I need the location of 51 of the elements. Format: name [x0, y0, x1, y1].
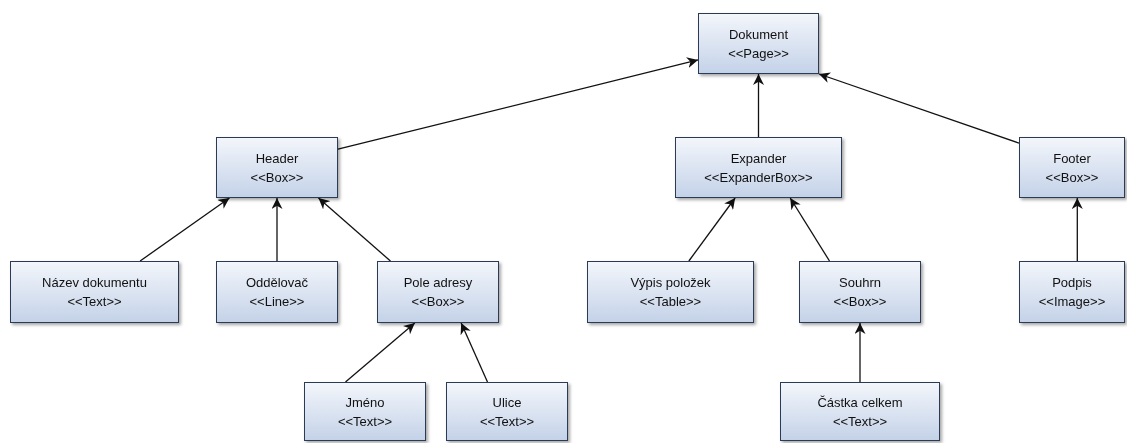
class-box — [216, 137, 338, 198]
arrow — [337, 57, 699, 150]
class-box — [675, 137, 842, 198]
class-name: Oddělovač — [245, 274, 309, 292]
class-box — [799, 261, 921, 323]
stereotype-label: <<Box>> — [250, 168, 304, 187]
class-name: Podpis — [1052, 274, 1092, 292]
stereotype-label: <<ExpanderBox>> — [704, 168, 813, 187]
stereotype-label: <<Text>> — [67, 293, 122, 311]
class-name: Souhrn — [839, 274, 881, 292]
class-box — [1019, 261, 1125, 323]
arrow — [854, 322, 866, 383]
class-box — [377, 261, 499, 323]
class-box — [304, 382, 426, 441]
arrow — [460, 322, 489, 383]
class-box — [780, 382, 940, 441]
class-box — [446, 382, 568, 441]
arrow — [344, 322, 416, 383]
stereotype-label: <<Line>> — [249, 293, 305, 311]
stereotype-label: <<Text>> — [832, 412, 888, 431]
arrow — [1071, 197, 1083, 262]
class-name: Částka celkem — [817, 393, 903, 412]
class-name: Název dokumentu — [42, 274, 147, 292]
stereotype-label: <<Box>> — [1045, 168, 1099, 187]
arrow — [139, 197, 231, 262]
arrow — [688, 197, 736, 262]
arrow — [271, 197, 283, 262]
class-name: Dokument — [728, 25, 789, 44]
arrow — [317, 197, 392, 262]
stereotype-label: <<Box>> — [411, 293, 465, 311]
class-name: Výpis položek — [630, 274, 711, 292]
class-name: Footer — [1053, 149, 1091, 168]
stereotype-label: <<Text>> — [337, 412, 393, 431]
class-name: Header — [255, 149, 299, 168]
stereotype-label: <<Image>> — [1038, 293, 1106, 311]
class-name: Jméno — [345, 393, 385, 412]
arrow — [818, 72, 1020, 144]
stereotype-label: <<Page>> — [728, 44, 789, 63]
arrow — [789, 197, 831, 262]
class-box — [216, 261, 338, 323]
class-box — [587, 261, 754, 323]
stereotype-label: <<Text>> — [479, 412, 535, 431]
class-box — [698, 13, 819, 74]
stereotype-label: <<Table>> — [639, 293, 702, 311]
class-name: Ulice — [492, 393, 522, 412]
class-name: Expander — [730, 149, 787, 168]
class-name: Pole adresy — [403, 274, 473, 292]
class-box — [10, 261, 179, 323]
stereotype-label: <<Box>> — [833, 293, 887, 311]
class-box — [1019, 137, 1125, 198]
arrow — [753, 73, 764, 138]
